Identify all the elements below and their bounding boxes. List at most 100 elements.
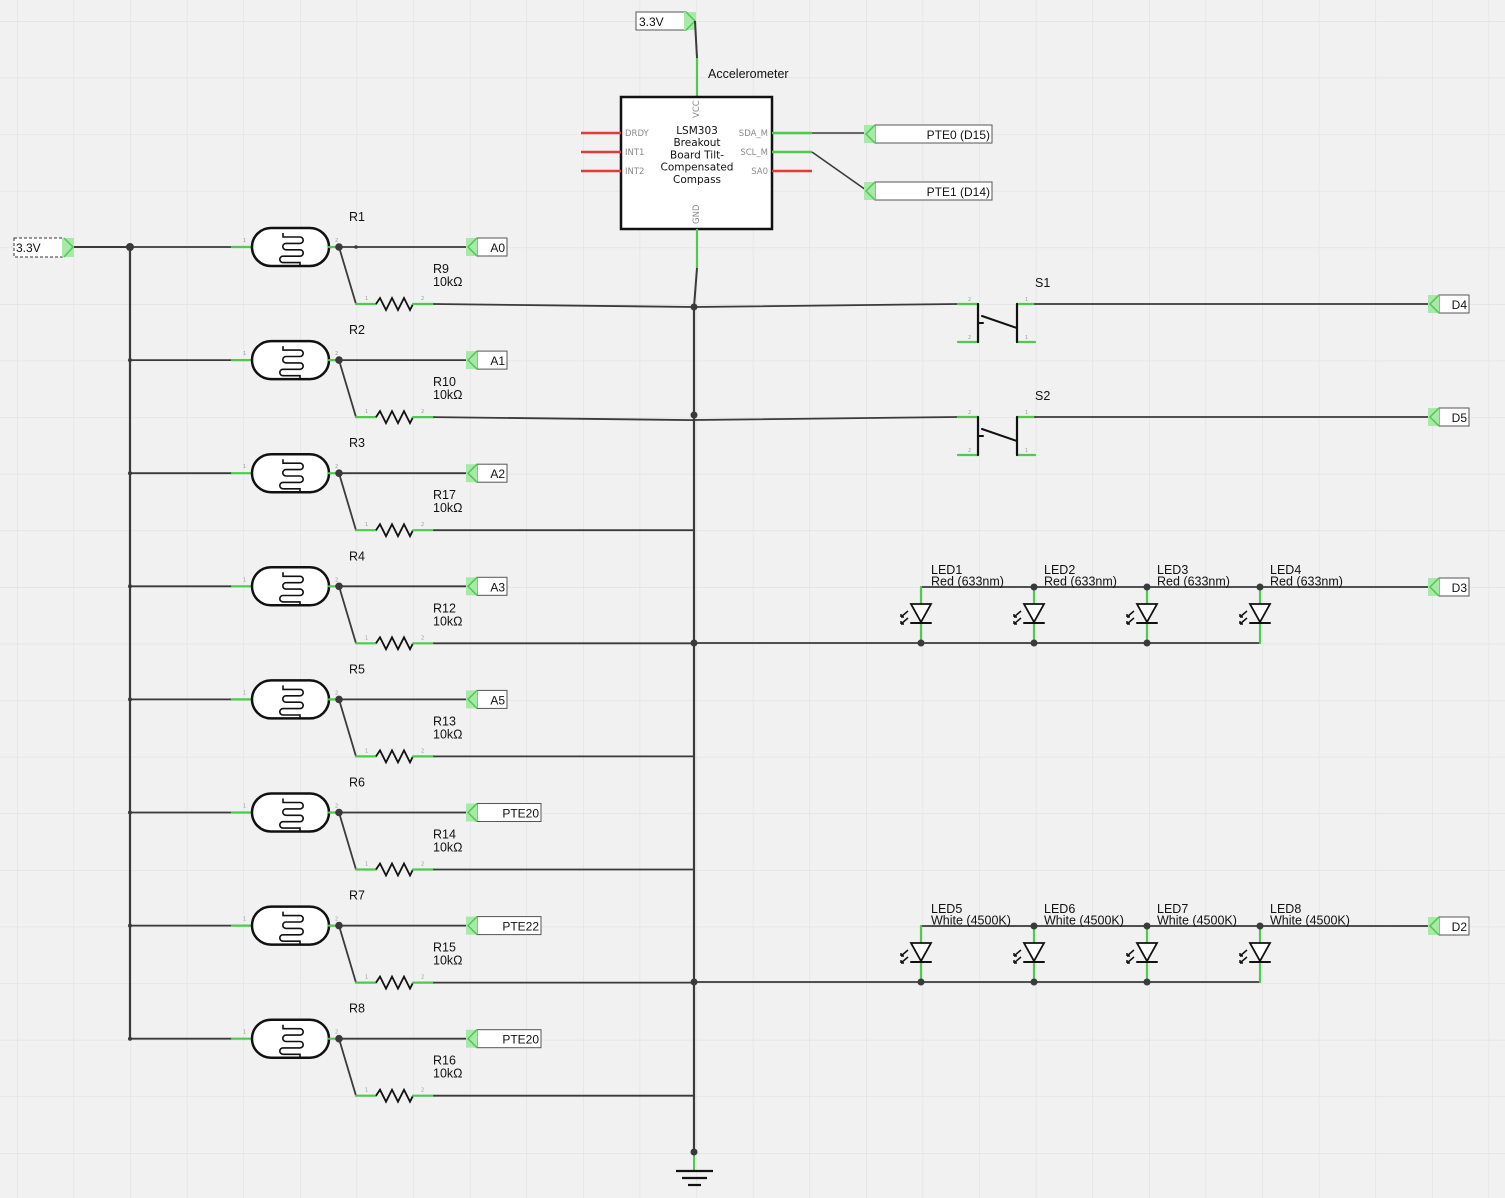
- photoresistor-R7[interactable]: [250, 905, 331, 946]
- junction-dot: [354, 245, 358, 249]
- resistor-R16-zigzag-icon: [375, 1087, 414, 1104]
- accelerometer-title-line: LSM303: [676, 125, 718, 137]
- port-arrow-bg: [466, 690, 477, 709]
- port-d4[interactable]: D4: [1428, 294, 1470, 314]
- ground-symbol: [676, 1148, 713, 1187]
- junction-dot: [917, 639, 925, 647]
- led-diode-icon: [1022, 942, 1046, 963]
- light-emission-icon: [1013, 610, 1022, 625]
- photoresistor-R5[interactable]: [250, 679, 331, 720]
- pin-drdy: DRDY: [625, 129, 650, 139]
- divider-wire: [338, 585, 357, 645]
- resistor-R14-zigzag-icon: [375, 861, 414, 878]
- led-spec: Red (633nm): [1157, 575, 1230, 589]
- pin-number: 2: [335, 464, 338, 470]
- photoresistor-R1[interactable]: [250, 226, 331, 268]
- accelerometer-body[interactable]: [619, 95, 774, 231]
- photoresistor-body: [250, 679, 331, 720]
- photoresistor-R8[interactable]: [250, 1018, 331, 1059]
- pin-number: 2: [421, 1088, 424, 1094]
- pin-number: 1: [365, 635, 368, 641]
- port-a5[interactable]: A5: [466, 689, 508, 709]
- port-a1[interactable]: A1: [466, 350, 508, 370]
- port-pte22[interactable]: PTE22: [466, 916, 542, 936]
- led-label: LED1: [931, 563, 962, 577]
- photoresistor-meander-icon: [279, 572, 304, 606]
- port-arrow-icon: [466, 463, 478, 483]
- divider-wire: [338, 246, 357, 305]
- power-port-top[interactable]: 3.3V: [635, 11, 697, 31]
- port-a3[interactable]: A3: [466, 576, 508, 596]
- scl-wire: [811, 151, 867, 191]
- power-port-left[interactable]: 3.3V: [13, 237, 75, 258]
- port-a2[interactable]: A2: [466, 463, 508, 483]
- port-d4-label: D4: [1452, 298, 1468, 312]
- photoresistor-label: R5: [349, 662, 365, 676]
- photoresistor-meander-icon: [279, 346, 304, 380]
- resistor-R17-zigzag-icon: [375, 522, 414, 539]
- photoresistor-R3[interactable]: [250, 452, 331, 494]
- port-pte20[interactable]: PTE20: [466, 1029, 542, 1049]
- pin-number: 2: [421, 522, 424, 528]
- pin-number: 1: [365, 748, 368, 754]
- photoresistor-body: [250, 339, 331, 381]
- port-d2[interactable]: D2: [1428, 916, 1470, 936]
- accelerometer-title-line: Breakout: [673, 137, 720, 149]
- accelerometer-module[interactable]: 3.3V Accelerometer VCC GND LSM303Breakou…: [581, 11, 993, 308]
- accelerometer-title-line: Compensated: [661, 162, 734, 174]
- port-pte1[interactable]: PTE1 (D14): [864, 181, 993, 201]
- led-label: LED8: [1270, 902, 1301, 916]
- port-pte0[interactable]: PTE0 (D15): [864, 124, 993, 144]
- led-label: LED5: [931, 902, 962, 916]
- photoresistor-label: R1: [349, 210, 365, 224]
- port-d3[interactable]: D3: [1428, 577, 1470, 597]
- junction-dot: [1030, 639, 1038, 647]
- pin-number: 2: [335, 1030, 338, 1036]
- photoresistor-body: [250, 566, 331, 607]
- led-spec: White (4500K): [1270, 914, 1350, 928]
- pin-number: 2: [421, 296, 424, 302]
- pin-number: 1: [365, 1088, 368, 1094]
- resistor-R12-zigzag-icon: [375, 635, 414, 652]
- junction-dot: [1030, 583, 1038, 591]
- photoresistor-R4[interactable]: [250, 566, 331, 607]
- junction-dot: [128, 584, 132, 589]
- port-pte20[interactable]: PTE20: [466, 802, 542, 823]
- port-arrow-icon: [466, 1029, 478, 1049]
- photoresistor-body: [250, 1018, 331, 1059]
- resistor-label: R12: [433, 601, 456, 615]
- photoresistor-R6[interactable]: [250, 792, 331, 833]
- photoresistor-R2[interactable]: [250, 339, 331, 381]
- led-label: LED7: [1157, 902, 1188, 916]
- pin-number: 2: [421, 862, 424, 868]
- port-a0-label: A0: [490, 241, 505, 255]
- junction-dot: [690, 411, 698, 419]
- port-d5[interactable]: D5: [1428, 407, 1470, 427]
- switch-input-wire: [693, 416, 959, 421]
- light-emission-icon: [1239, 610, 1248, 625]
- resistor-label: R14: [433, 828, 456, 842]
- port-a0[interactable]: A0: [466, 237, 508, 257]
- photoresistor-label: R2: [349, 323, 365, 337]
